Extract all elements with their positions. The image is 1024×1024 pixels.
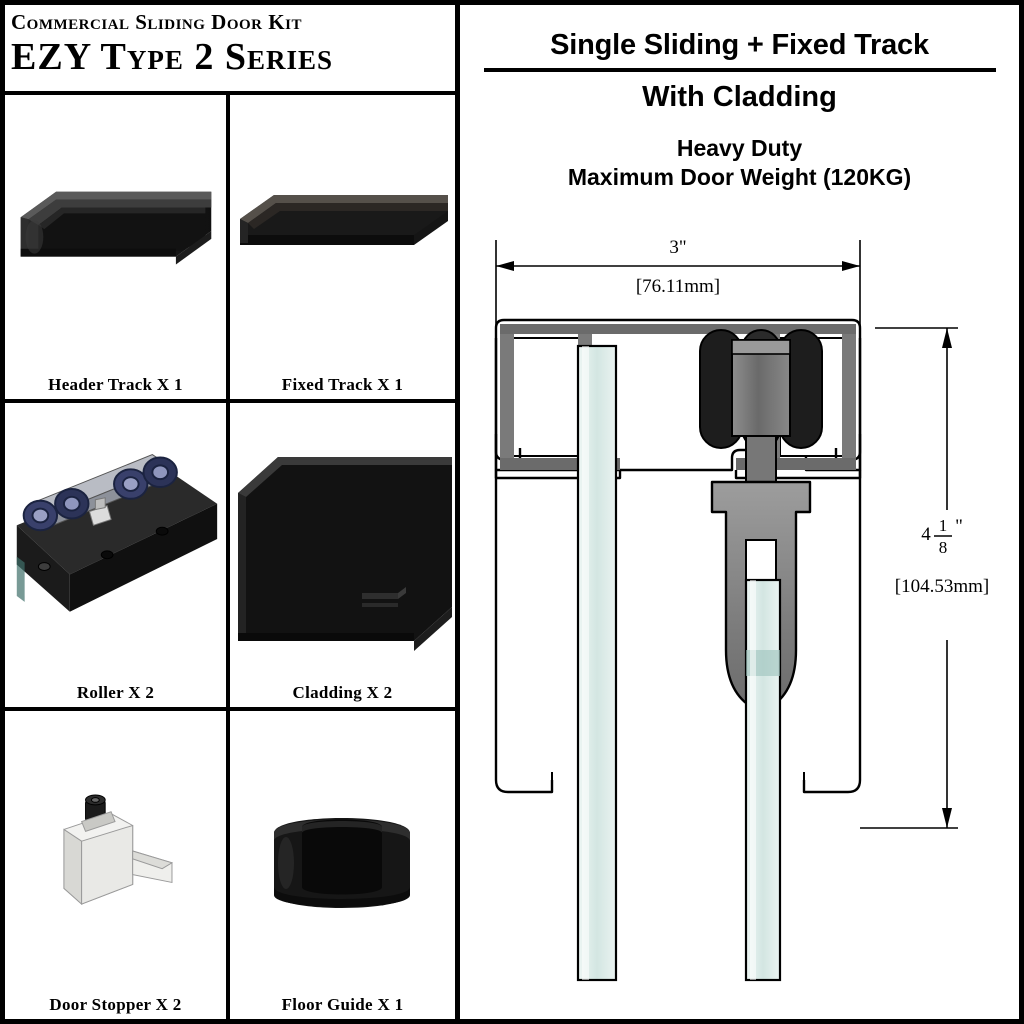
- part-caption-roller: Roller X 2: [76, 683, 155, 702]
- part-caption-floor-guide: Floor Guide X 1: [281, 995, 404, 1014]
- drawing-title-line2: With Cladding: [642, 81, 837, 113]
- sliding-door-glass: [744, 578, 782, 982]
- fixed-track-illustration: [230, 95, 455, 373]
- kit-title-line2: EZY Type 2 Series: [11, 36, 334, 78]
- width-mm-label: [76.11mm]: [636, 276, 720, 297]
- drawing-subtitle-line2: Maximum Door Weight (120KG): [567, 164, 912, 190]
- part-cell-header-track: Header Track X 1: [5, 95, 230, 403]
- part-cell-cladding: Cladding X 2: [230, 403, 455, 711]
- part-caption-cladding: Cladding X 2: [292, 683, 393, 702]
- title-divider: [483, 68, 996, 72]
- roller-illustration: [5, 403, 226, 681]
- section-drawing: 3" [76.11mm] 4 1 8 " [104: [460, 220, 1019, 1019]
- svg-text:8: 8: [939, 538, 948, 557]
- svg-text:4: 4: [921, 524, 931, 545]
- height-mm-label: [104.53mm]: [895, 576, 989, 597]
- kit-title-line1: Commercial Sliding Door Kit: [11, 10, 302, 34]
- part-caption-door-stopper: Door Stopper X 2: [49, 995, 182, 1014]
- fixed-door-glass: [576, 344, 618, 982]
- parts-panel: Commercial Sliding Door Kit EZY Type 2 S…: [5, 5, 460, 1019]
- part-cell-door-stopper: Door Stopper X 2: [5, 711, 230, 1019]
- cladding-returns: [551, 772, 805, 780]
- part-cell-floor-guide: Floor Guide X 1: [230, 711, 455, 1019]
- floor-guide-illustration: [230, 711, 455, 993]
- width-dimension: [495, 240, 861, 338]
- height-dimension: [860, 327, 958, 829]
- drawing-subtitle-line1: Heavy Duty: [676, 135, 803, 161]
- part-caption-header-track: Header Track X 1: [48, 375, 183, 394]
- svg-text:": ": [955, 516, 963, 537]
- drawing-panel: Single Sliding + Fixed Track With Claddi…: [460, 5, 1019, 1019]
- drawing-title-line1: Single Sliding + Fixed Track: [550, 29, 929, 61]
- kit-title-block: Commercial Sliding Door Kit EZY Type 2 S…: [5, 5, 455, 95]
- width-inch-label: 3": [669, 237, 686, 258]
- header-track-illustration: [5, 95, 226, 373]
- svg-text:1: 1: [939, 516, 948, 535]
- part-caption-fixed-track: Fixed Track X 1: [281, 375, 404, 394]
- height-inch-label: 4 1 8 ": [921, 516, 963, 557]
- parts-grid: Header Track X 1: [5, 95, 455, 1019]
- cladding-illustration: [230, 403, 455, 681]
- part-cell-fixed-track: Fixed Track X 1: [230, 95, 455, 403]
- part-cell-roller: Roller X 2: [5, 403, 230, 711]
- door-stopper-illustration: [5, 711, 226, 993]
- cladding-profiles: [494, 338, 862, 794]
